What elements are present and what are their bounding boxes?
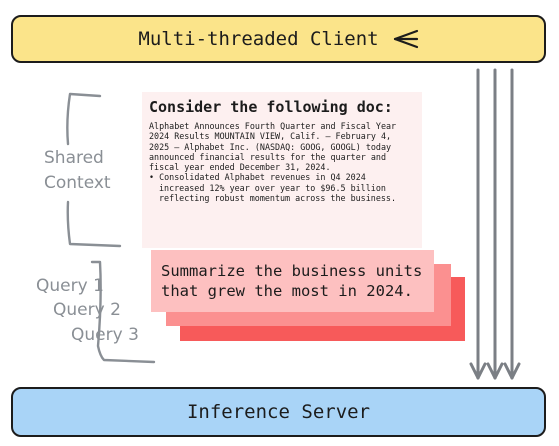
query-label-1: Query 1: [36, 276, 104, 296]
server-bar: Inference Server: [11, 387, 546, 437]
client-label: Multi-threaded Client: [138, 28, 379, 50]
client-bar: Multi-threaded Client: [11, 15, 546, 63]
query-label-2: Query 2: [53, 300, 121, 320]
arrow-3: [503, 68, 521, 380]
doc-bullet: • Consolidated Alphabet revenues in Q4 2…: [149, 172, 396, 204]
shared-context-bracket: [66, 92, 122, 248]
server-label: Inference Server: [186, 401, 371, 423]
arrow-2: [486, 68, 504, 380]
fan-out-icon: [391, 27, 419, 51]
query-text: Summarize the business units that grew t…: [161, 262, 423, 300]
query-card-1: Summarize the business units that grew t…: [151, 250, 434, 312]
request-arrows: [469, 68, 521, 380]
doc-title: Consider the following doc:: [149, 98, 393, 116]
query-label-3: Query 3: [71, 325, 139, 345]
shared-document: Consider the following doc: Alphabet Ann…: [142, 92, 422, 248]
shared-context-label: Shared: [44, 148, 104, 168]
arrow-1: [469, 68, 487, 380]
shared-context-label-2: Context: [44, 173, 111, 193]
doc-body: Alphabet Announces Fourth Quarter and Fi…: [149, 121, 397, 173]
